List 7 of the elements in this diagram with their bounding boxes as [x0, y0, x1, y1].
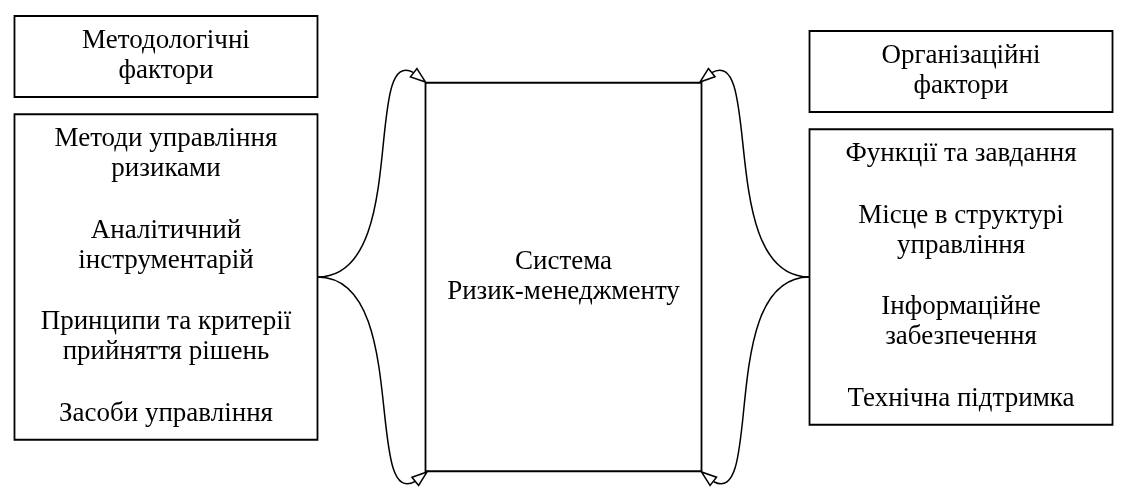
node-box: Система Ризик-менеджменту: [424, 81, 703, 472]
node-box: Методи управління ризиками Аналітичний інструментарій Принципи та критерії прийняття рішень Засоби управління: [13, 112, 319, 441]
node-box: Організаційні фактори: [808, 29, 1114, 113]
arrow: [699, 275, 811, 487]
arrow: [316, 275, 429, 487]
node-box: Функції та завдання Місце в структурі управління Інформаційне забезпечення Технічна підтримка: [808, 127, 1114, 426]
node-box: Методологічні фактори: [13, 14, 319, 98]
